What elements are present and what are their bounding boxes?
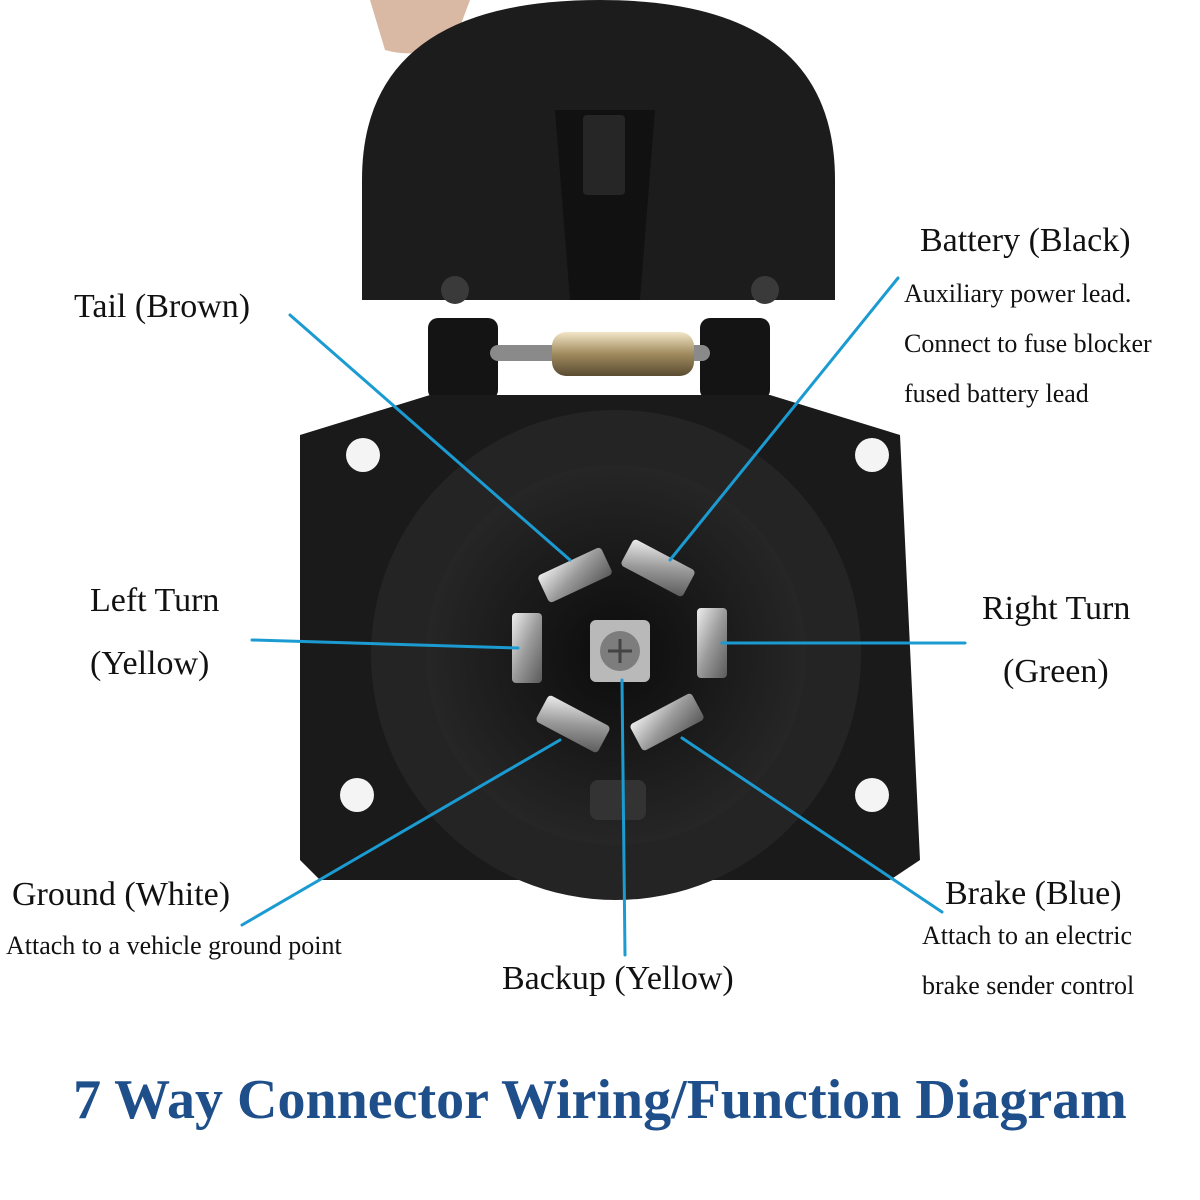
mount-hole-bottom-left-icon <box>340 778 374 812</box>
pin-tail <box>538 547 612 603</box>
battery-desc-line-1: Auxiliary power lead. <box>904 279 1132 308</box>
screw-slot <box>608 639 632 663</box>
leader-ground <box>240 738 562 927</box>
diagram-title: 7 Way Connector Wiring/Function Diagram <box>73 1069 1127 1131</box>
battery-desc-line-2: Connect to fuse blocker <box>904 329 1152 358</box>
hinge-block-right <box>700 318 770 400</box>
lid-hole-left-icon <box>441 276 469 304</box>
pin-battery <box>621 539 695 597</box>
leader-brake <box>680 736 944 914</box>
pins <box>512 539 727 753</box>
socket-key <box>590 780 646 820</box>
label-ground: Ground (White) <box>12 876 231 913</box>
leader-backup <box>620 678 627 957</box>
label-right-turn-color: (Green) <box>1003 653 1109 690</box>
leader-left-turn <box>250 638 520 650</box>
brake-desc-line-1: Attach to an electric <box>922 921 1133 950</box>
hinge-block-left <box>428 318 498 400</box>
lid-latch-slot <box>583 115 625 195</box>
leader-lines <box>240 276 967 957</box>
pin-right-turn <box>697 608 727 678</box>
mount-hole-top-left-icon <box>346 438 380 472</box>
label-backup: Backup (Yellow) <box>502 960 734 997</box>
mount-hole-top-right-icon <box>855 438 889 472</box>
ground-desc: Attach to a vehicle ground point <box>6 931 342 960</box>
mount-hole-bottom-right-icon <box>855 778 889 812</box>
label-battery: Battery (Black) <box>920 222 1131 259</box>
label-tail: Tail (Brown) <box>74 288 251 325</box>
pin-brake <box>630 693 704 751</box>
hinge-spring <box>552 332 694 376</box>
label-left-turn-color: (Yellow) <box>90 645 210 682</box>
leader-battery <box>668 276 900 562</box>
pin-left-turn <box>512 613 542 683</box>
battery-desc-line-3: fused battery lead <box>904 379 1089 408</box>
brake-desc-line-2: brake sender control <box>922 971 1135 1000</box>
lid-latch <box>555 110 655 300</box>
leader-tail <box>288 313 572 562</box>
lid-hole-right-icon <box>751 276 779 304</box>
label-brake: Brake (Blue) <box>945 875 1122 912</box>
pin-ground <box>536 695 610 753</box>
label-right-turn: Right Turn <box>982 590 1131 627</box>
label-left-turn: Left Turn <box>90 582 220 619</box>
